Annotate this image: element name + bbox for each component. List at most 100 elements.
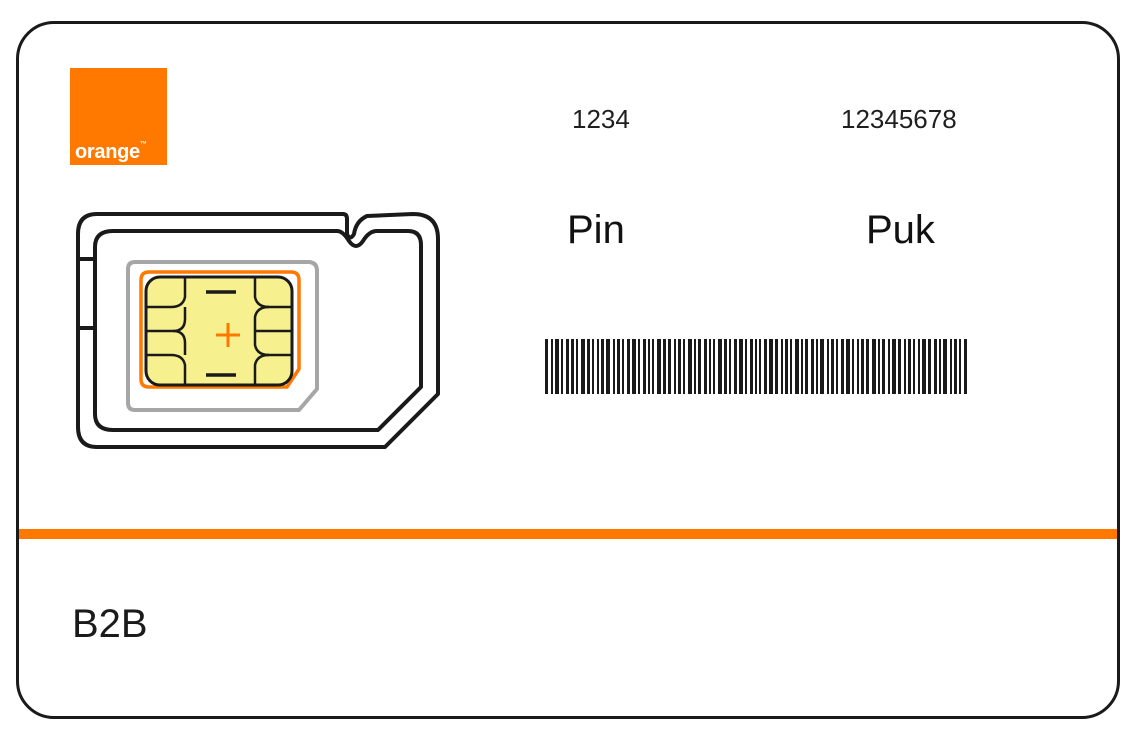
barcode-bar [964, 339, 967, 394]
barcode-bar [959, 339, 961, 394]
barcode-bar [750, 339, 753, 394]
barcode-bar [545, 339, 548, 394]
barcode-bar [913, 339, 915, 394]
barcode-bar [657, 339, 661, 394]
barcode-bar [943, 339, 947, 394]
barcode-bar [643, 339, 646, 394]
segment-label: B2B [72, 602, 148, 646]
barcode-bar [841, 339, 844, 394]
barcode-bar [627, 339, 630, 394]
barcode-bar [613, 339, 615, 394]
barcode-bar [908, 339, 911, 394]
barcode-bar [648, 339, 650, 394]
barcode-bar [668, 339, 671, 394]
brand-name: orange [75, 141, 140, 163]
barcode-bar [551, 339, 553, 394]
barcode-bar [718, 339, 722, 394]
barcode-bar [831, 339, 834, 394]
barcode-bar [688, 339, 692, 394]
barcode-bar [606, 339, 610, 394]
barcode-bar [781, 339, 783, 394]
barcode-bar [734, 339, 737, 394]
barcode-bar [934, 339, 937, 394]
sim-outer-outline [76, 212, 440, 449]
barcode-bar [820, 339, 824, 394]
barcode-bar [674, 339, 676, 394]
barcode-bar [622, 339, 624, 394]
barcode-bar [571, 339, 574, 394]
trademark-symbol: ™ [139, 141, 147, 148]
barcode-bar [683, 339, 685, 394]
orange-logo: orange™ [70, 68, 167, 165]
barcode-bar [704, 339, 707, 394]
barcode-bar [698, 339, 701, 394]
chip-frame-orange [139, 270, 301, 389]
barcode-bar [836, 339, 838, 394]
barcode-bar [555, 339, 559, 394]
barcode-bar [652, 339, 654, 394]
barcode-bar [713, 339, 715, 394]
barcode-bar [861, 339, 864, 394]
sim-inner-outline [93, 229, 423, 432]
barcode-bar [566, 339, 569, 394]
barcode-bar [866, 339, 869, 394]
barcode-icon [545, 339, 967, 394]
barcode-bar [954, 339, 957, 394]
barcode-bar [898, 339, 901, 394]
barcode-bar [632, 339, 636, 394]
barcode-bar [739, 339, 743, 394]
barcode-bar [795, 339, 799, 394]
barcode-bar [922, 339, 926, 394]
barcode-bar [663, 339, 666, 394]
barcode-bar [597, 339, 599, 394]
barcode-bar [592, 339, 594, 394]
barcode-bar [561, 339, 563, 394]
barcode-bar [790, 339, 792, 394]
barcode-bar [872, 339, 876, 394]
barcode-bar [587, 339, 590, 394]
barcode-bar [918, 339, 920, 394]
barcode-bar [950, 339, 952, 394]
barcode-bar [801, 339, 803, 394]
barcode-bar [811, 339, 814, 394]
barcode-bar [745, 339, 747, 394]
barcode-bar [759, 339, 761, 394]
barcode-bar [601, 339, 604, 394]
barcode-bar [857, 339, 859, 394]
barcode-bar [694, 339, 696, 394]
barcode-bar [764, 339, 767, 394]
barcode-bar [729, 339, 731, 394]
barcode-bar [638, 339, 640, 394]
orange-divider [19, 529, 1117, 539]
barcode-bar [785, 339, 788, 394]
pin-value: 1234 [572, 104, 630, 134]
barcode-bar [939, 339, 941, 394]
barcode-bar [904, 339, 906, 394]
barcode-bar [827, 339, 829, 394]
barcode-bar [878, 339, 880, 394]
barcode-bar [882, 339, 885, 394]
barcode-bar [581, 339, 585, 394]
barcode-bar [888, 339, 890, 394]
barcode-bar [755, 339, 757, 394]
barcode-bar [805, 339, 808, 394]
barcode-bar [775, 339, 778, 394]
sim-chip-icon [76, 212, 440, 449]
barcode-bar [928, 339, 931, 394]
barcode-bar [892, 339, 896, 394]
barcode-bar [617, 339, 620, 394]
barcode-bar [769, 339, 773, 394]
sim-card: orange™ 1234 12345678 Pin Puk B2B [16, 21, 1120, 719]
nano-sim-outline [126, 260, 319, 412]
barcode-bar [724, 339, 727, 394]
barcode-bar [709, 339, 711, 394]
orange-logo-text: orange™ [75, 141, 147, 163]
pin-label: Pin [567, 208, 625, 252]
puk-label: Puk [866, 208, 935, 252]
puk-value: 12345678 [841, 104, 957, 134]
barcode-bar [816, 339, 818, 394]
barcode-bar [576, 339, 578, 394]
barcode-bar [852, 339, 854, 394]
barcode-bar [678, 339, 681, 394]
barcode-bar [846, 339, 850, 394]
